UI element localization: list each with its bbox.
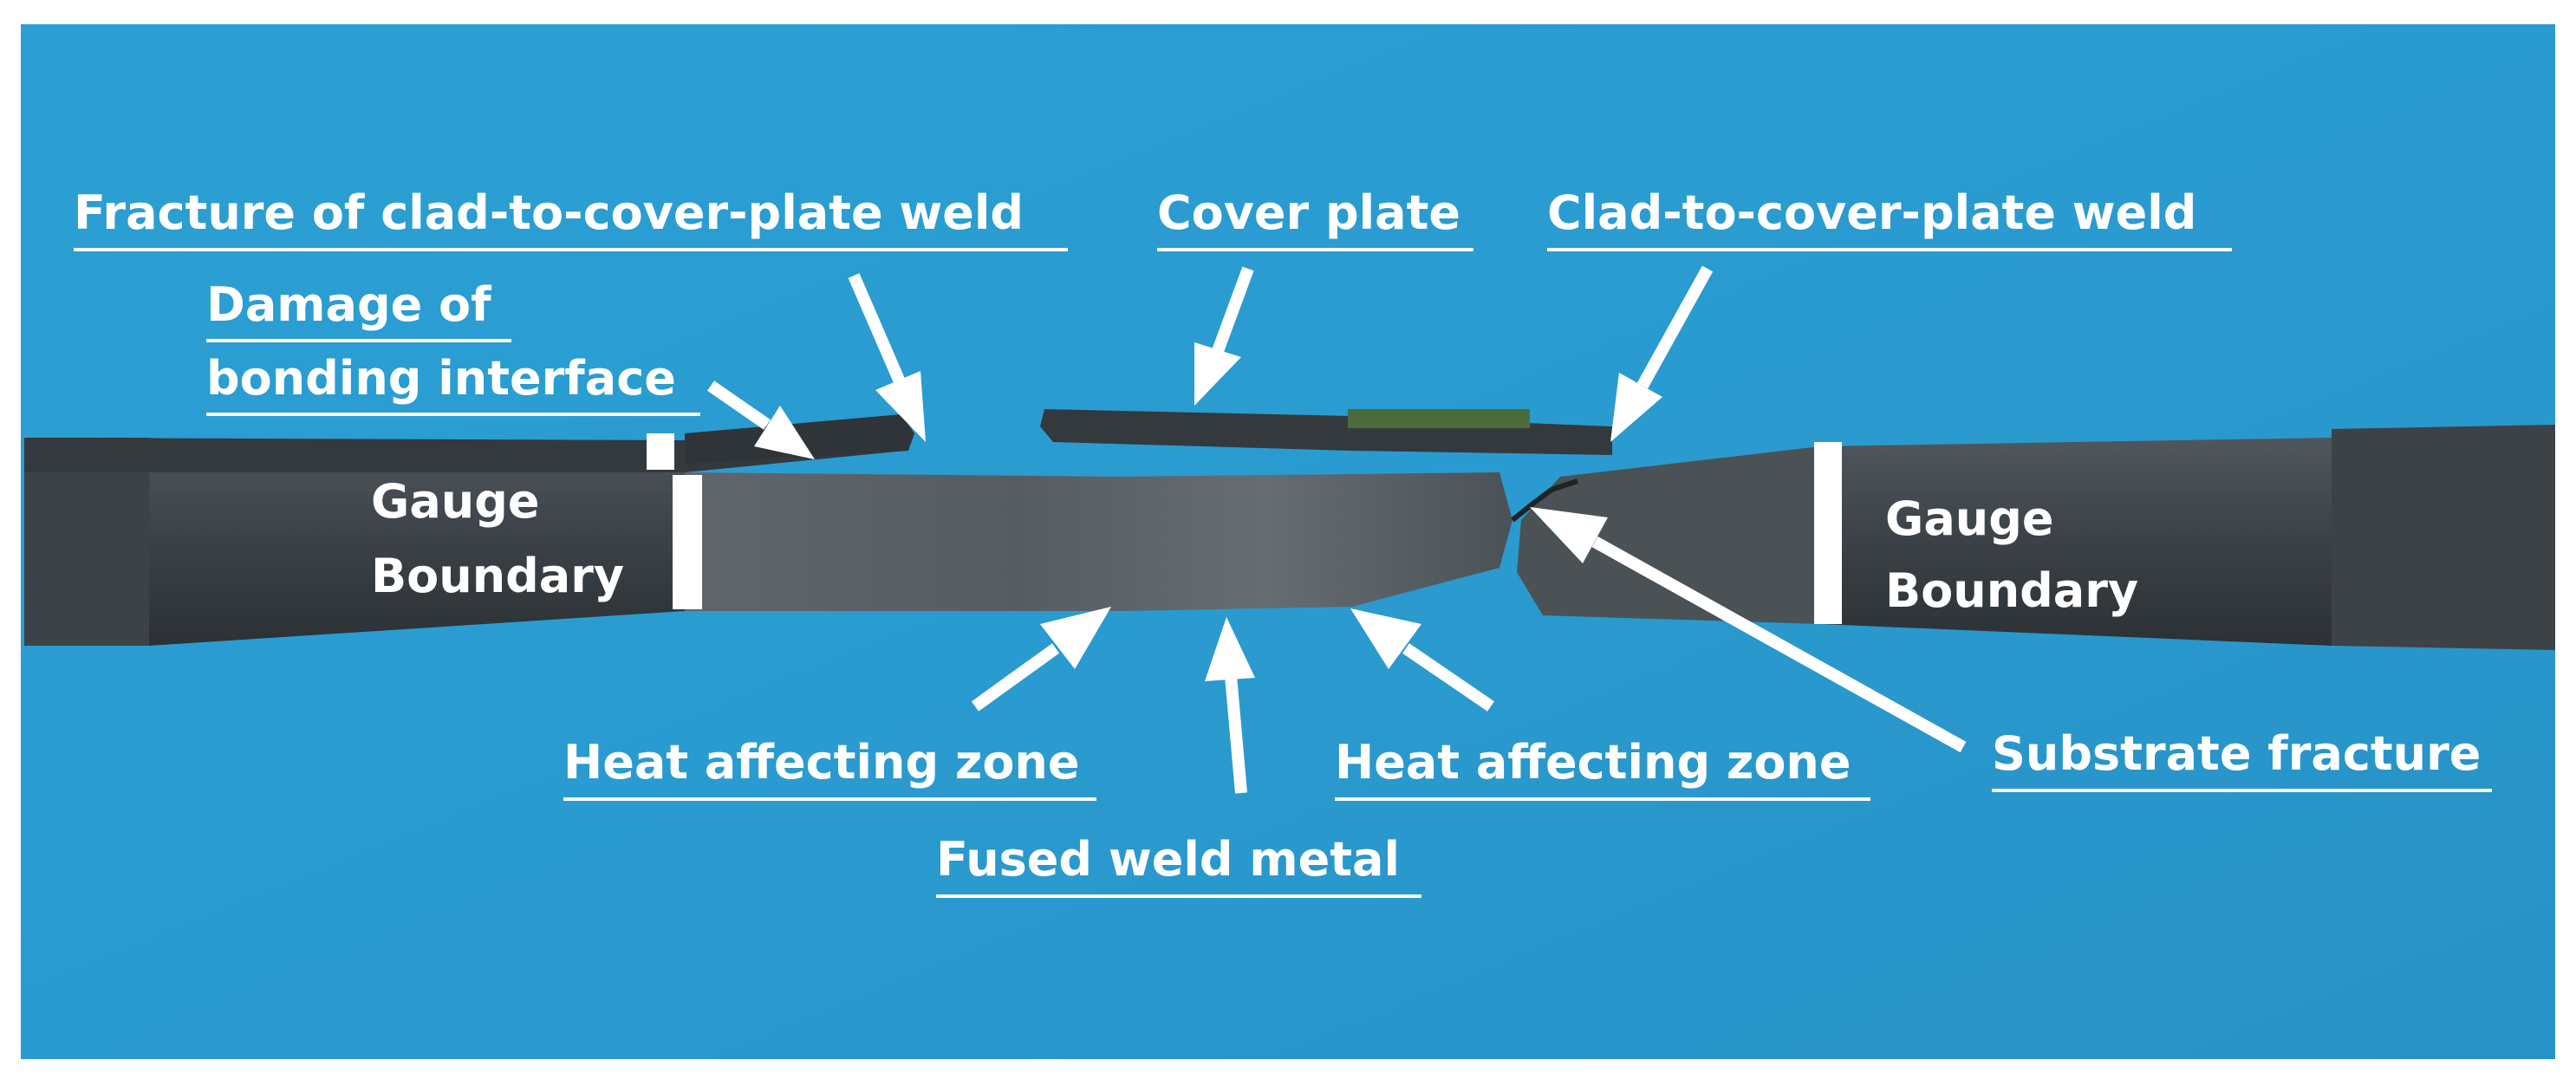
label-fracture-clad-weld: Fracture of clad-to-cover-plate weld — [74, 185, 1024, 240]
label-damage-line1: Damage of — [206, 277, 491, 332]
gauge-boundary-bar-right — [1814, 442, 1842, 624]
gauge-boundary-bar-left-top — [647, 433, 674, 470]
label-cover-plate: Cover plate — [1157, 185, 1460, 240]
arrow-clad-weld — [1610, 265, 1714, 442]
label-gauge-right-line2: Boundary — [1885, 563, 2138, 618]
label-gauge-left-line1: Gauge — [371, 474, 539, 529]
label-haz-left: Heat affecting zone — [563, 735, 1080, 790]
right-grip — [2332, 425, 2555, 650]
label-fused-weld: Fused weld metal — [936, 832, 1400, 887]
label-gauge-right-line1: Gauge — [1885, 491, 2053, 546]
label-substrate-fracture: Substrate fracture — [1992, 726, 2481, 781]
right-shoulder — [1820, 438, 2332, 646]
arrow-haz-right — [1350, 608, 1494, 712]
label-haz-right: Heat affecting zone — [1335, 735, 1851, 790]
right-gauge-section — [1517, 446, 1820, 624]
label-clad-weld: Clad-to-cover-plate weld — [1547, 185, 2196, 240]
arrow-haz-left — [971, 607, 1111, 712]
arrow-fused-weld — [1205, 617, 1255, 794]
left-gauge-section — [685, 472, 1512, 611]
crack — [1511, 478, 1578, 523]
arrow-cover-plate — [1194, 266, 1254, 406]
arrow-fracture-clad-weld — [848, 273, 926, 442]
arrow-substrate-fracture — [1530, 507, 1967, 753]
arrow-damage-bonding — [707, 380, 815, 459]
cover-plate — [1040, 409, 1612, 455]
gauge-boundary-bar-left — [673, 475, 702, 609]
label-gauge-left-line2: Boundary — [371, 549, 624, 603]
label-damage-line2: bonding interface — [206, 351, 676, 406]
green-tab — [1348, 409, 1530, 428]
left-shoulder — [149, 438, 685, 646]
left-grip — [24, 438, 149, 646]
